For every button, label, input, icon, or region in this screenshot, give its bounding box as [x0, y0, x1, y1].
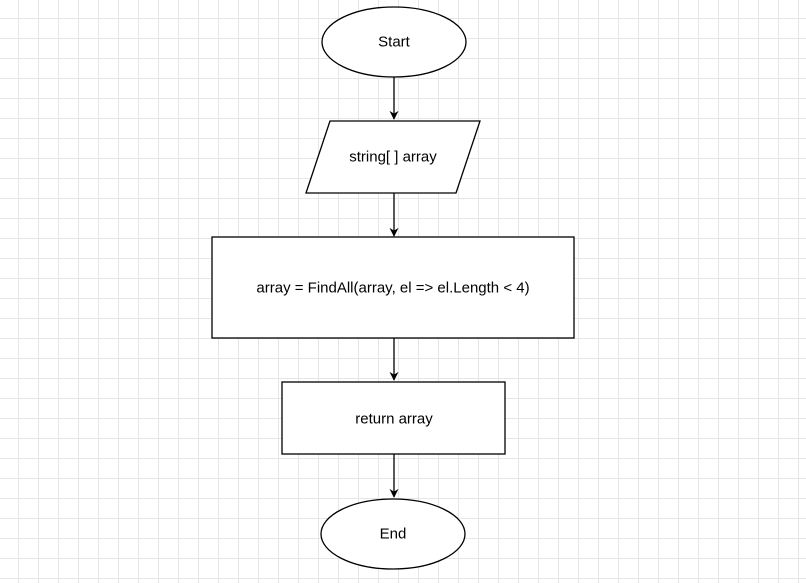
end-ellipse [320, 498, 466, 570]
node-process[interactable]: array = FindAll(array, el => el.Length <… [211, 236, 575, 339]
process-rect [211, 236, 575, 339]
start-ellipse [321, 6, 467, 78]
start-label: Start [378, 34, 411, 51]
end-label: End [380, 526, 407, 543]
node-input[interactable]: string[ ] array [305, 120, 481, 194]
node-end[interactable]: End [320, 498, 466, 570]
return-rect [281, 381, 506, 455]
node-return[interactable]: return array [281, 381, 506, 455]
node-start[interactable]: Start [321, 6, 467, 78]
input-label: string[ ] array [349, 149, 437, 166]
input-parallelogram [305, 120, 481, 194]
return-label: return array [355, 411, 433, 428]
process-label: array = FindAll(array, el => el.Length <… [256, 280, 529, 297]
